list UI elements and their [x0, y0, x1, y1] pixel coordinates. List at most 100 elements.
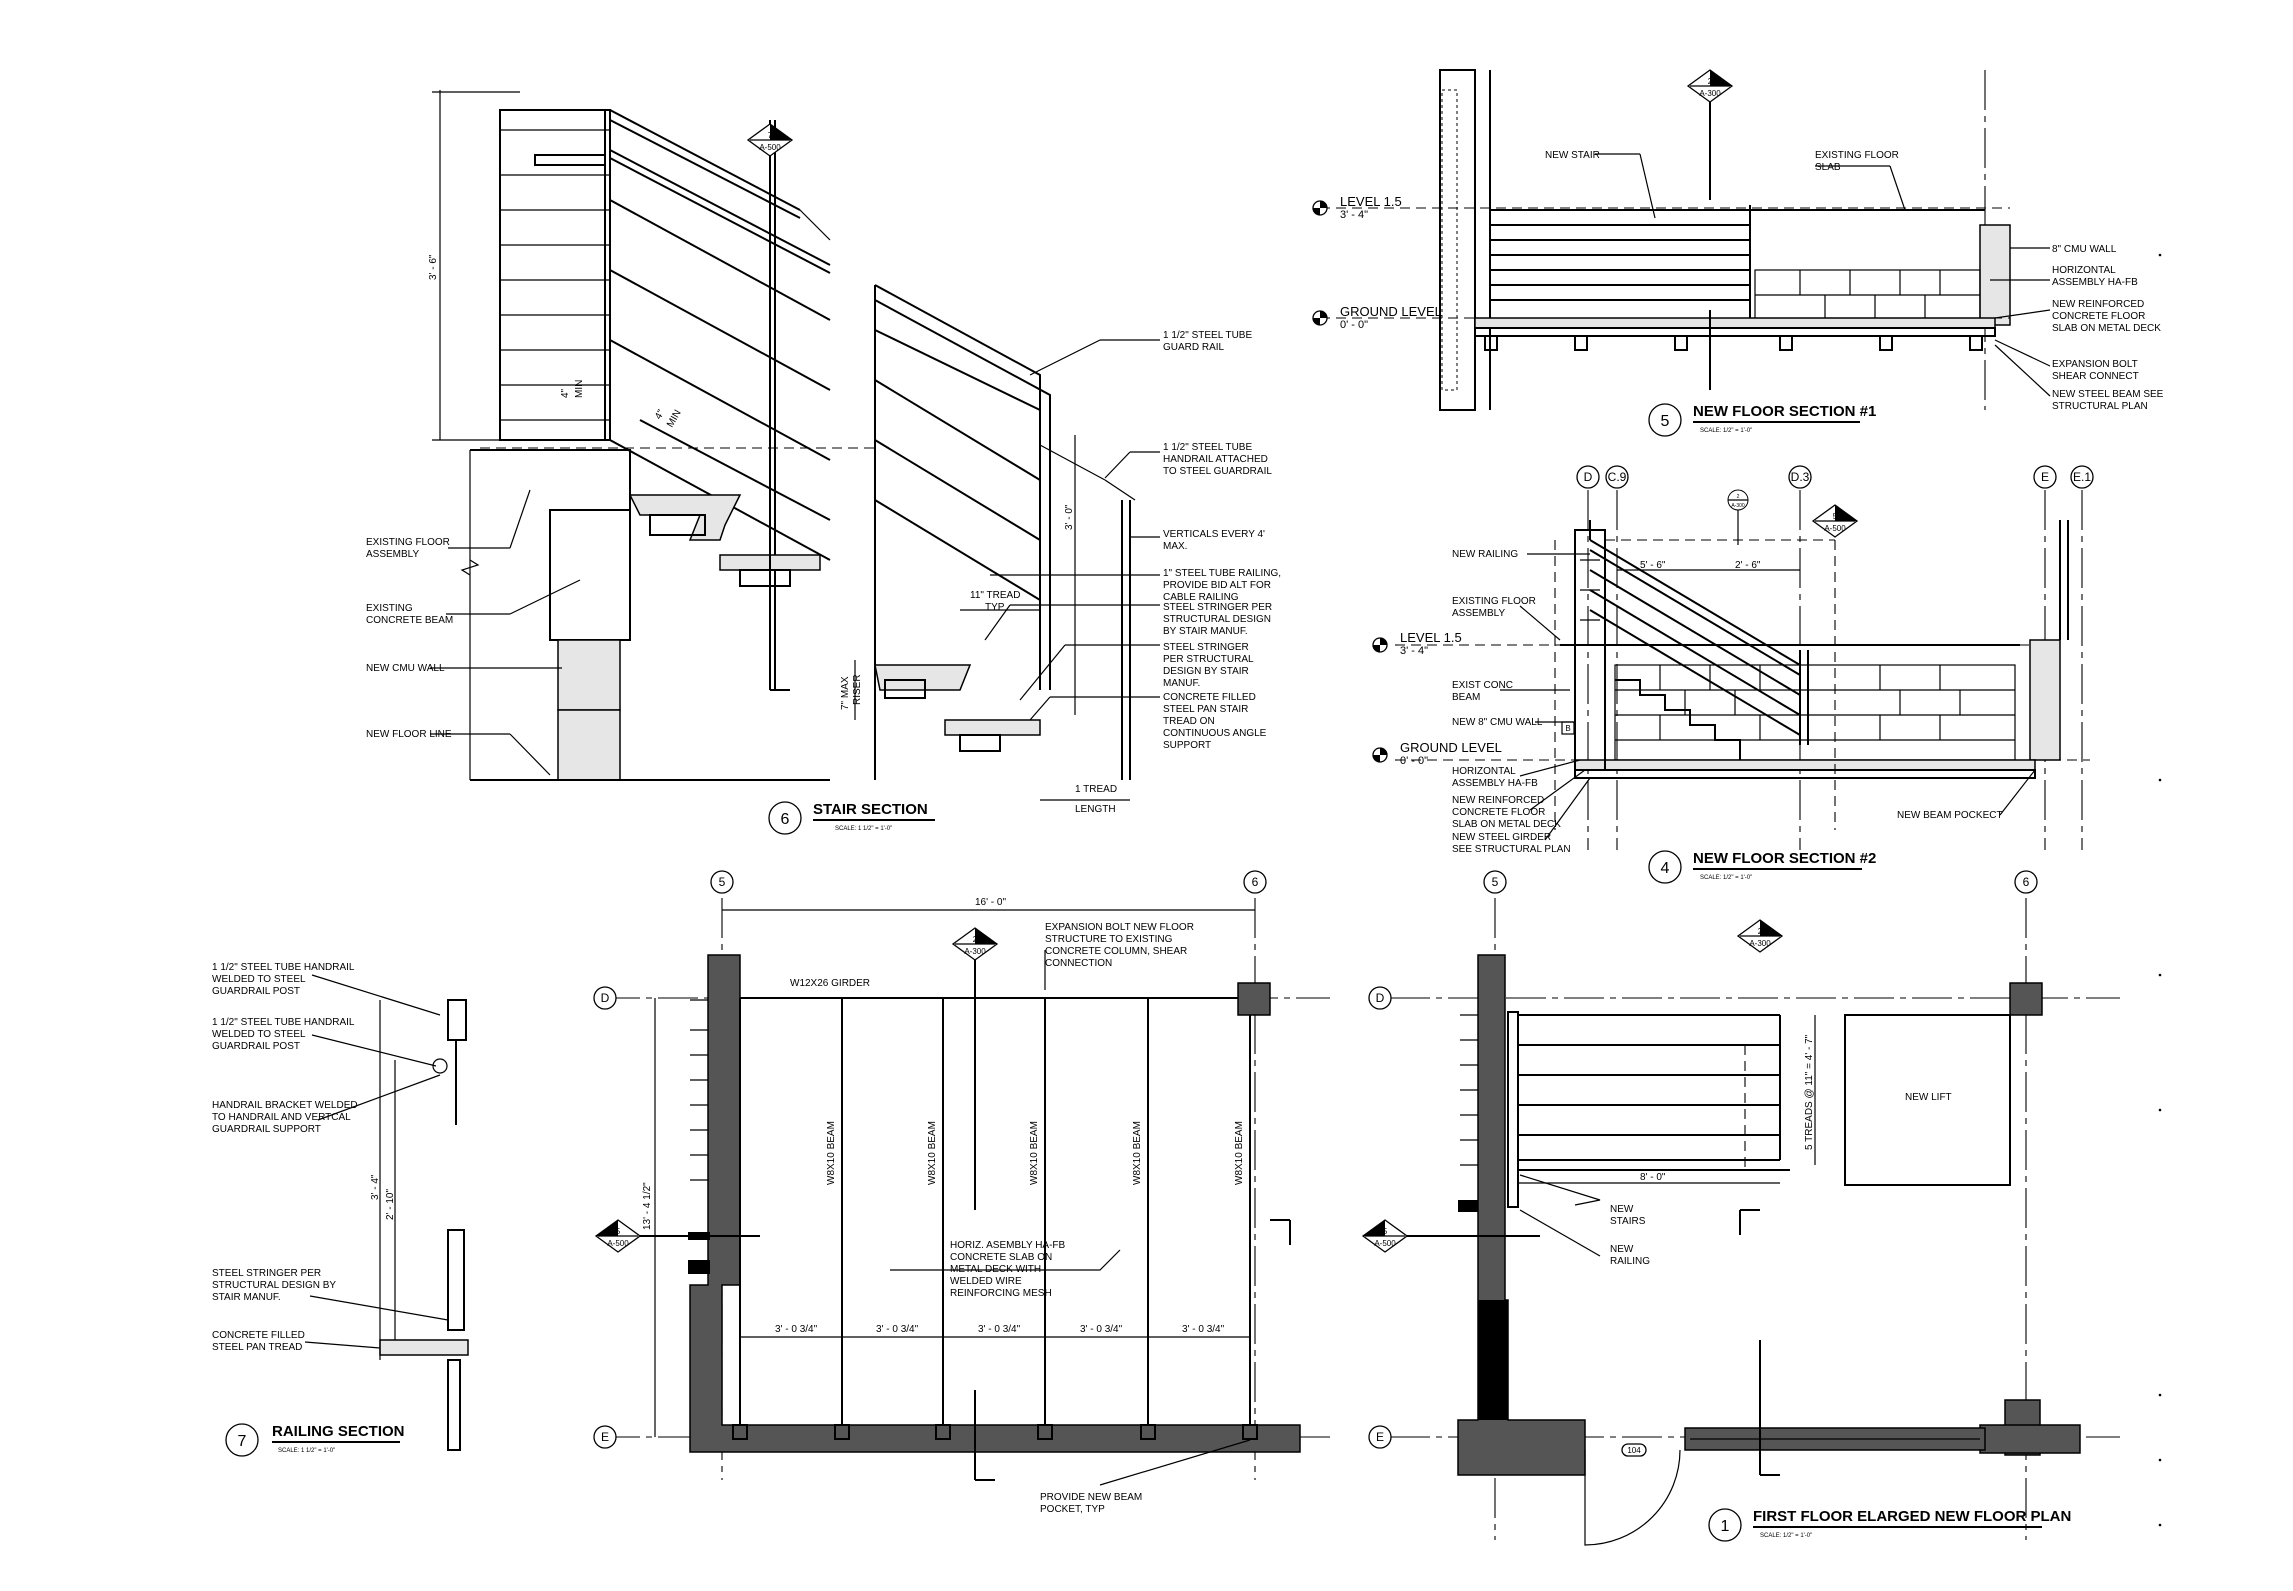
- svg-text:STAIR MANUF.: STAIR MANUF.: [212, 1292, 281, 1303]
- svg-text:D: D: [1376, 991, 1385, 1005]
- svg-text:W12X26 GIRDER: W12X26 GIRDER: [790, 978, 870, 989]
- svg-text:3' - 0 3/4": 3' - 0 3/4": [978, 1324, 1021, 1335]
- section-marker-small[interactable]: 2 A-300: [1727, 489, 1749, 545]
- svg-text:8' - 0": 8' - 0": [1640, 1172, 1666, 1183]
- svg-text:LENGTH: LENGTH: [1075, 804, 1116, 815]
- svg-text:SLAB ON METAL DECK: SLAB ON METAL DECK: [2052, 323, 2161, 334]
- section-marker-5-c[interactable]: 5 A-500: [1361, 1219, 1540, 1253]
- svg-text:7: 7: [238, 1433, 247, 1450]
- svg-text:SUPPORT: SUPPORT: [1163, 740, 1211, 751]
- svg-text:METAL DECK WITH: METAL DECK WITH: [950, 1264, 1041, 1275]
- existing-wall: [689, 954, 1301, 1453]
- stair-section-detail: 3' - 6" 4" MIN 4" MIN: [366, 90, 1281, 835]
- svg-text:1 1/2" STEEL TUBE HANDRAIL: 1 1/2" STEEL TUBE HANDRAIL: [212, 1017, 355, 1028]
- svg-text:1 1/2" STEEL TUBE: 1 1/2" STEEL TUBE: [1163, 442, 1252, 453]
- svg-text:BEAM: BEAM: [1452, 692, 1480, 703]
- section-marker-2-c[interactable]: 2 A-300: [1736, 919, 1784, 953]
- svg-text:2: 2: [1708, 77, 1713, 86]
- section-marker-5-a[interactable]: 5 A-500: [1811, 504, 1859, 538]
- section-marker-2-a[interactable]: 2 A-300: [1686, 69, 1734, 103]
- svg-text:6: 6: [781, 811, 790, 828]
- floor-section-2-detail: 5' - 6" 2' - 6" B D C.9 D.3 E E.1 NEW RA…: [1372, 465, 2094, 884]
- svg-text:CABLE RAILING: CABLE RAILING: [1163, 592, 1239, 603]
- sheet-margin-dots: [2158, 253, 2162, 1527]
- svg-text:1 1/2" STEEL TUBE HANDRAIL: 1 1/2" STEEL TUBE HANDRAIL: [212, 962, 355, 973]
- section-marker-5-b[interactable]: 5 A-500: [594, 1219, 760, 1253]
- svg-text:NEW FLOOR LINE: NEW FLOOR LINE: [366, 729, 452, 740]
- svg-text:LEVEL 1.5: LEVEL 1.5: [1340, 194, 1402, 209]
- svg-text:B: B: [1565, 724, 1570, 733]
- svg-text:STEEL STRINGER PER: STEEL STRINGER PER: [212, 1268, 321, 1279]
- svg-text:STRUCTURAL PLAN: STRUCTURAL PLAN: [2052, 401, 2148, 412]
- svg-text:BY STAIR MANUF.: BY STAIR MANUF.: [1163, 626, 1248, 637]
- svg-text:MIN: MIN: [574, 380, 585, 398]
- svg-text:HORIZONTAL: HORIZONTAL: [2052, 265, 2116, 276]
- svg-text:LEVEL 1.5: LEVEL 1.5: [1400, 630, 1462, 645]
- svg-text:TO STEEL GUARDRAIL: TO STEEL GUARDRAIL: [1163, 466, 1272, 477]
- svg-text:E: E: [2041, 470, 2049, 484]
- svg-text:SCALE: 1 1/2" = 1'-0": SCALE: 1 1/2" = 1'-0": [835, 826, 892, 832]
- svg-text:CONCRETE FILLED: CONCRETE FILLED: [212, 1330, 305, 1341]
- new-cmu-wall-block-1: [557, 639, 621, 711]
- svg-text:SCALE: 1 1/2" = 1'-0": SCALE: 1 1/2" = 1'-0": [278, 1448, 335, 1454]
- svg-text:GUARD RAIL: GUARD RAIL: [1163, 342, 1225, 353]
- svg-text:STRUCTURAL DESIGN: STRUCTURAL DESIGN: [1163, 614, 1271, 625]
- existing-concrete-beam: [549, 509, 631, 641]
- dim-3-6: 3' - 6": [428, 254, 439, 280]
- handrail-bracket: [534, 154, 606, 166]
- svg-text:SLAB: SLAB: [1815, 162, 1841, 173]
- svg-text:RISER: RISER: [852, 674, 863, 705]
- svg-text:TREAD ON: TREAD ON: [1163, 716, 1215, 727]
- svg-text:MAX.: MAX.: [1163, 541, 1187, 552]
- svg-text:GROUND LEVEL: GROUND LEVEL: [1340, 304, 1442, 319]
- svg-text:MIN: MIN: [665, 408, 684, 429]
- svg-text:CONCRETE FLOOR: CONCRETE FLOOR: [1452, 807, 1545, 818]
- svg-text:POCKET, TYP: POCKET, TYP: [1040, 1504, 1105, 1515]
- svg-text:CONTINUOUS ANGLE: CONTINUOUS ANGLE: [1163, 728, 1267, 739]
- svg-text:A-500: A-500: [607, 1239, 629, 1248]
- svg-text:5' - 6": 5' - 6": [1640, 560, 1666, 571]
- svg-text:EXISTING FLOOR: EXISTING FLOOR: [1452, 596, 1536, 607]
- svg-text:EXISTING: EXISTING: [366, 603, 413, 614]
- guardrail-panel: [499, 109, 611, 441]
- svg-text:EXISTING FLOOR: EXISTING FLOOR: [366, 537, 450, 548]
- svg-text:FIRST FLOOR ELARGED NEW FLOOR: FIRST FLOOR ELARGED NEW FLOOR PLAN: [1753, 1508, 2071, 1525]
- svg-text:5: 5: [616, 1227, 621, 1236]
- svg-text:CONNECTION: CONNECTION: [1045, 958, 1112, 969]
- svg-text:ASSEMBLY HA-FB: ASSEMBLY HA-FB: [1452, 778, 1538, 789]
- svg-text:11" TREAD: 11" TREAD: [970, 590, 1020, 601]
- svg-text:4: 4: [1661, 860, 1670, 877]
- svg-text:C.9: C.9: [1608, 470, 1627, 484]
- existing-wall-plan: [1457, 954, 1586, 1476]
- svg-text:GUARDRAIL POST: GUARDRAIL POST: [212, 1041, 300, 1052]
- beam-label-2: W8X10 BEAM: [927, 1121, 938, 1185]
- svg-text:TO HANDRAIL AND VERTCAL: TO HANDRAIL AND VERTCAL: [212, 1112, 351, 1123]
- svg-text:E: E: [1376, 1430, 1384, 1444]
- section-marker-7[interactable]: 7 A-500: [746, 123, 794, 157]
- svg-text:NEW FLOOR SECTION #2: NEW FLOOR SECTION #2: [1693, 850, 1876, 867]
- new-concrete-slab: [1474, 317, 1996, 329]
- svg-text:HORIZONTAL: HORIZONTAL: [1452, 766, 1516, 777]
- svg-text:NEW LIFT: NEW LIFT: [1905, 1092, 1952, 1103]
- svg-text:A-300: A-300: [964, 947, 986, 956]
- svg-text:VERTICALS EVERY 4': VERTICALS EVERY 4': [1163, 529, 1265, 540]
- svg-text:WELDED TO STEEL: WELDED TO STEEL: [212, 974, 306, 985]
- svg-text:13' - 4 1/2": 13' - 4 1/2": [642, 1182, 653, 1230]
- stair-tread-1: [628, 494, 742, 541]
- svg-text:8" CMU WALL: 8" CMU WALL: [2052, 244, 2117, 255]
- svg-text:GUARDRAIL SUPPORT: GUARDRAIL SUPPORT: [212, 1124, 321, 1135]
- stair-tread-4: [944, 719, 1041, 736]
- svg-text:NEW STEEL GIRDER: NEW STEEL GIRDER: [1452, 832, 1551, 843]
- new-lift: [1844, 1014, 2011, 1186]
- svg-text:A-500: A-500: [759, 143, 781, 152]
- svg-text:NEW RAILING: NEW RAILING: [1452, 549, 1518, 560]
- svg-text:STRUCTURE TO EXISTING: STRUCTURE TO EXISTING: [1045, 934, 1173, 945]
- section-marker-2-b[interactable]: 2 A-300: [951, 927, 999, 961]
- svg-text:3' - 0 3/4": 3' - 0 3/4": [1182, 1324, 1225, 1335]
- svg-text:PROVIDE BID ALT FOR: PROVIDE BID ALT FOR: [1163, 580, 1271, 591]
- beam-label-1: W8X10 BEAM: [826, 1121, 837, 1185]
- svg-text:STEEL PAN TREAD: STEEL PAN TREAD: [212, 1342, 302, 1353]
- svg-text:5: 5: [1833, 512, 1838, 521]
- svg-text:3' - 0 3/4": 3' - 0 3/4": [775, 1324, 818, 1335]
- svg-text:NEW BEAM POCKECT: NEW BEAM POCKECT: [1897, 810, 2003, 821]
